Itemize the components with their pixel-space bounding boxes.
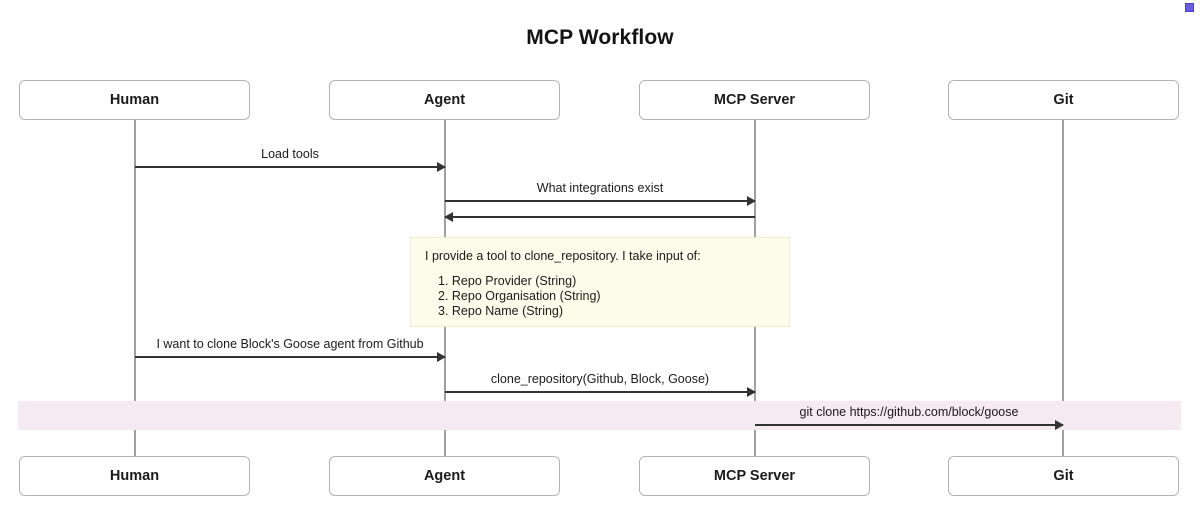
arrowhead-right-icon — [747, 196, 756, 206]
note-item: 3. Repo Name (String) — [438, 304, 564, 318]
participant-label: Agent — [423, 92, 466, 108]
participant-agent-top[interactable]: Agent — [329, 80, 560, 120]
message-line-m4 — [135, 352, 446, 362]
corner-marker-icon — [1185, 3, 1194, 12]
message-label-m4: I want to clone Block's Goose agent from… — [156, 337, 424, 351]
arrowhead-right-icon — [437, 162, 446, 172]
arrowhead-right-icon — [437, 352, 446, 362]
participant-agent-bottom[interactable]: Agent — [329, 456, 560, 496]
participant-label: MCP Server — [713, 468, 796, 484]
lifeline-human — [134, 120, 136, 456]
participant-human-top[interactable]: Human — [19, 80, 250, 120]
lifeline-git — [1062, 120, 1064, 456]
participant-mcp_server-bottom[interactable]: MCP Server — [639, 456, 870, 496]
participant-human-bottom[interactable]: Human — [19, 456, 250, 496]
participant-label: Git — [1053, 92, 1074, 108]
message-line-m5 — [445, 387, 756, 397]
message-label-m2: What integrations exist — [536, 181, 664, 195]
participant-label: Agent — [423, 468, 466, 484]
participant-label: Human — [109, 468, 160, 484]
message-line-m3 — [444, 212, 755, 222]
message-line-m1 — [135, 162, 446, 172]
arrowhead-left-icon — [444, 212, 453, 222]
note-item-list: 1. Repo Provider (String)2. Repo Organis… — [425, 274, 775, 319]
participant-mcp_server-top[interactable]: MCP Server — [639, 80, 870, 120]
participant-label: Human — [109, 92, 160, 108]
message-line-m2 — [445, 196, 756, 206]
message-label-m6: git clone https://github.com/block/goose — [799, 405, 1019, 419]
note-item: 2. Repo Organisation (String) — [438, 289, 601, 303]
participant-git-bottom[interactable]: Git — [948, 456, 1179, 496]
note-box: I provide a tool to clone_repository. I … — [410, 237, 790, 327]
message-label-m5: clone_repository(Github, Block, Goose) — [490, 372, 710, 386]
message-label-m1: Load tools — [261, 147, 319, 161]
arrowhead-right-icon — [1055, 420, 1064, 430]
note-heading: I provide a tool to clone_repository. I … — [425, 249, 701, 263]
page-title: MCP Workflow — [526, 26, 674, 49]
participant-git-top[interactable]: Git — [948, 80, 1179, 120]
arrowhead-right-icon — [747, 387, 756, 397]
participant-label: MCP Server — [713, 92, 796, 108]
note-item: 1. Repo Provider (String) — [438, 274, 577, 288]
participant-label: Git — [1053, 468, 1074, 484]
message-line-m6 — [755, 420, 1064, 430]
